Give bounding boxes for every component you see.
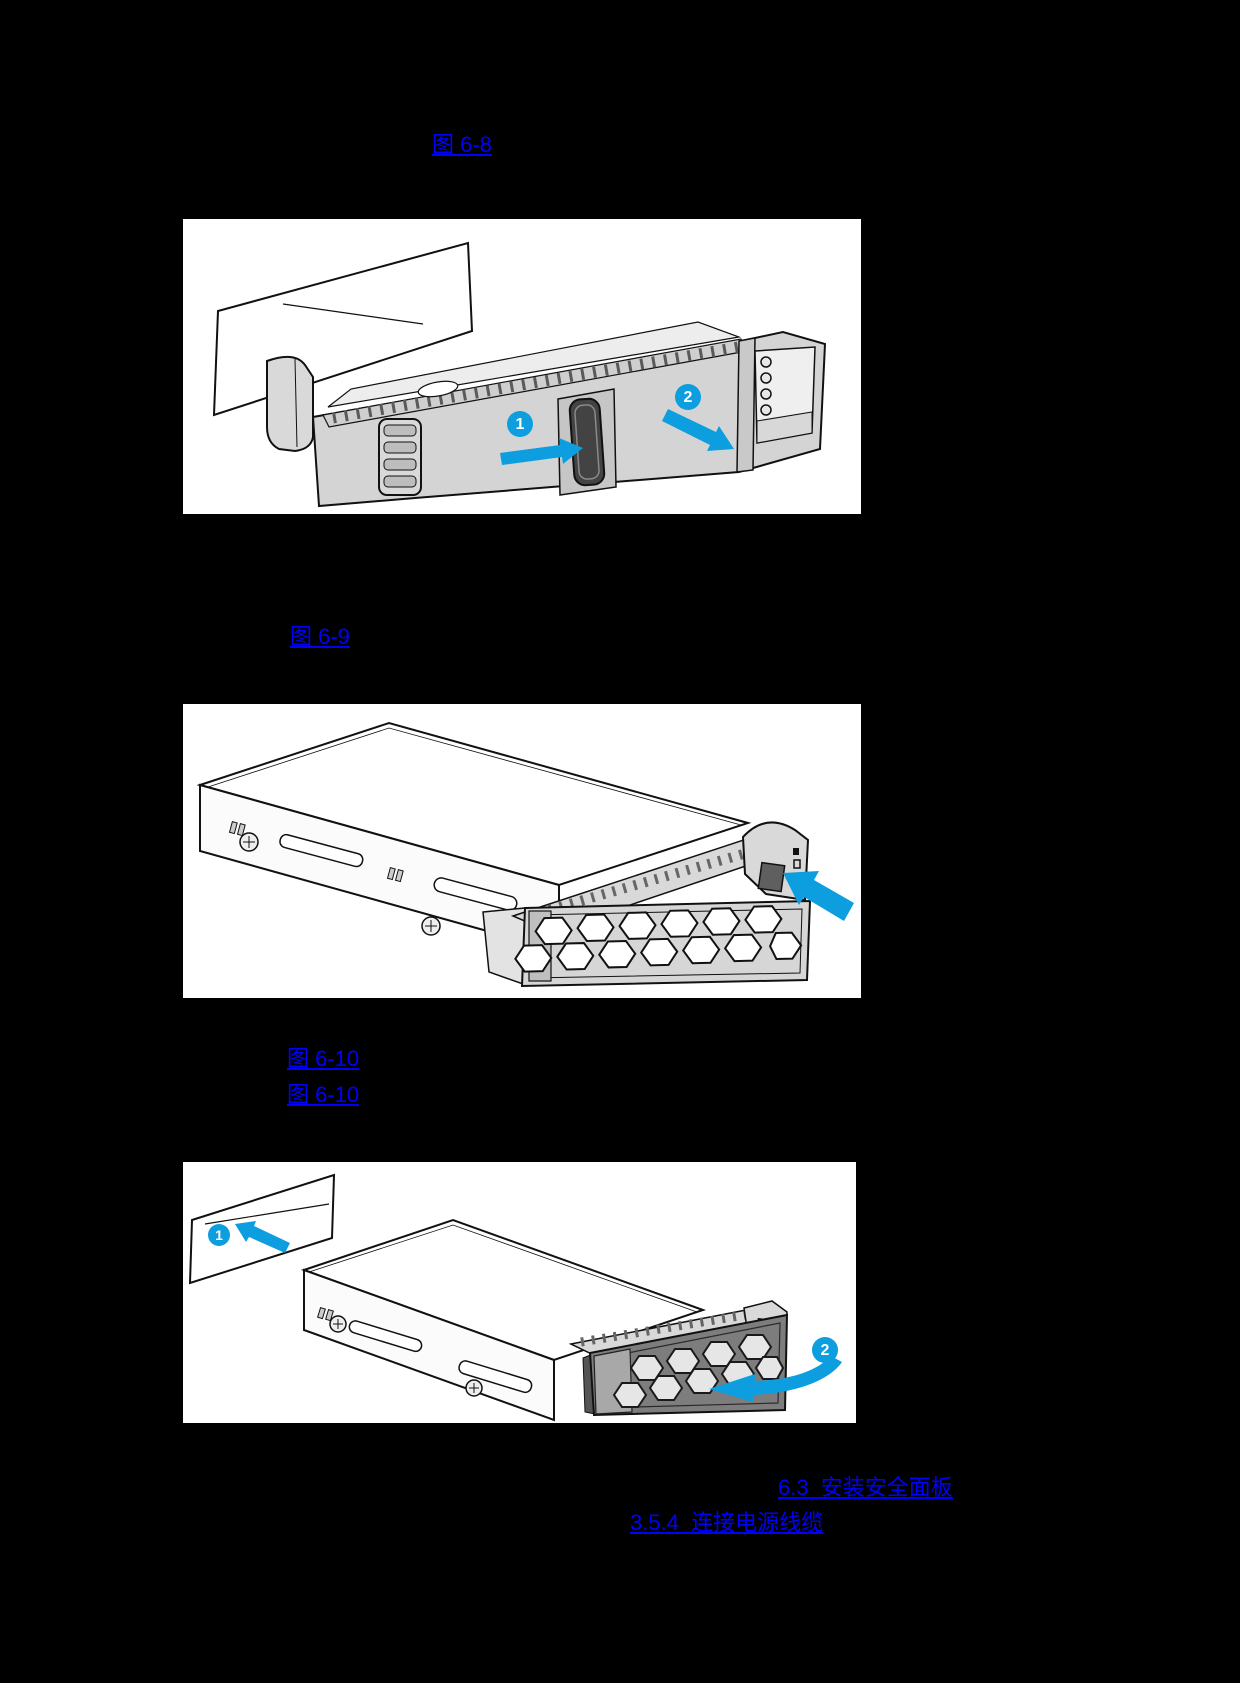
rail-serrations: [332, 341, 740, 424]
press-button-arrow: [783, 871, 854, 921]
tray-end-cap: [736, 337, 816, 473]
callout-2-badge: 2: [812, 1337, 838, 1363]
link-figure-6-9[interactable]: 图 6-9: [290, 624, 350, 649]
svg-text:1: 1: [516, 416, 525, 433]
figure-6-9-drive-illustration: [183, 704, 861, 998]
step1-arrow: [235, 1221, 290, 1253]
carrier-bracket: [482, 907, 526, 986]
svg-text:2: 2: [821, 1342, 830, 1359]
link-section-6-3-install-bezel[interactable]: 6.3 安装安全面板: [778, 1475, 953, 1500]
link-figure-6-10-b[interactable]: 图 6-10: [287, 1082, 360, 1107]
drive-drawing: [196, 721, 854, 988]
drive-open-drawing: 1: [188, 1173, 842, 1422]
step1-arrow: [500, 438, 583, 465]
svg-text:2: 2: [684, 389, 693, 406]
figure-6-8-tray-illustration: 1 2: [183, 219, 861, 514]
hex-cutouts: [514, 905, 803, 973]
link-figure-6-10-a[interactable]: 图 6-10: [287, 1046, 360, 1071]
drive-body: [300, 1218, 707, 1422]
step2-swing-arrow: [709, 1356, 842, 1402]
drive-body: [196, 721, 752, 953]
figure-6-10-drive-illustration: 1: [183, 1162, 856, 1423]
step2-arrow: [662, 409, 734, 451]
filler-panel: [188, 1173, 336, 1285]
callout-1-badge: 1: [208, 1224, 230, 1246]
honeycomb-bezel: [514, 899, 812, 988]
callout-1-badge: 1: [507, 411, 533, 437]
hex-cutouts: [612, 1334, 785, 1408]
release-button: [757, 861, 786, 893]
tray-ribbed-handle: [378, 418, 422, 496]
link-section-3-5-4-power-cables[interactable]: 3.5.4 连接电源线缆: [630, 1510, 824, 1535]
lock-icon: [793, 848, 799, 855]
tray-left-bracket: [266, 355, 314, 453]
tray-drawing: 1 2: [212, 241, 827, 508]
unlock-icon: [793, 859, 801, 869]
tray-latch: [557, 388, 617, 496]
callout-2-badge: 2: [675, 384, 701, 410]
link-figure-6-8[interactable]: 图 6-8: [432, 132, 492, 157]
svg-text:1: 1: [215, 1227, 223, 1243]
